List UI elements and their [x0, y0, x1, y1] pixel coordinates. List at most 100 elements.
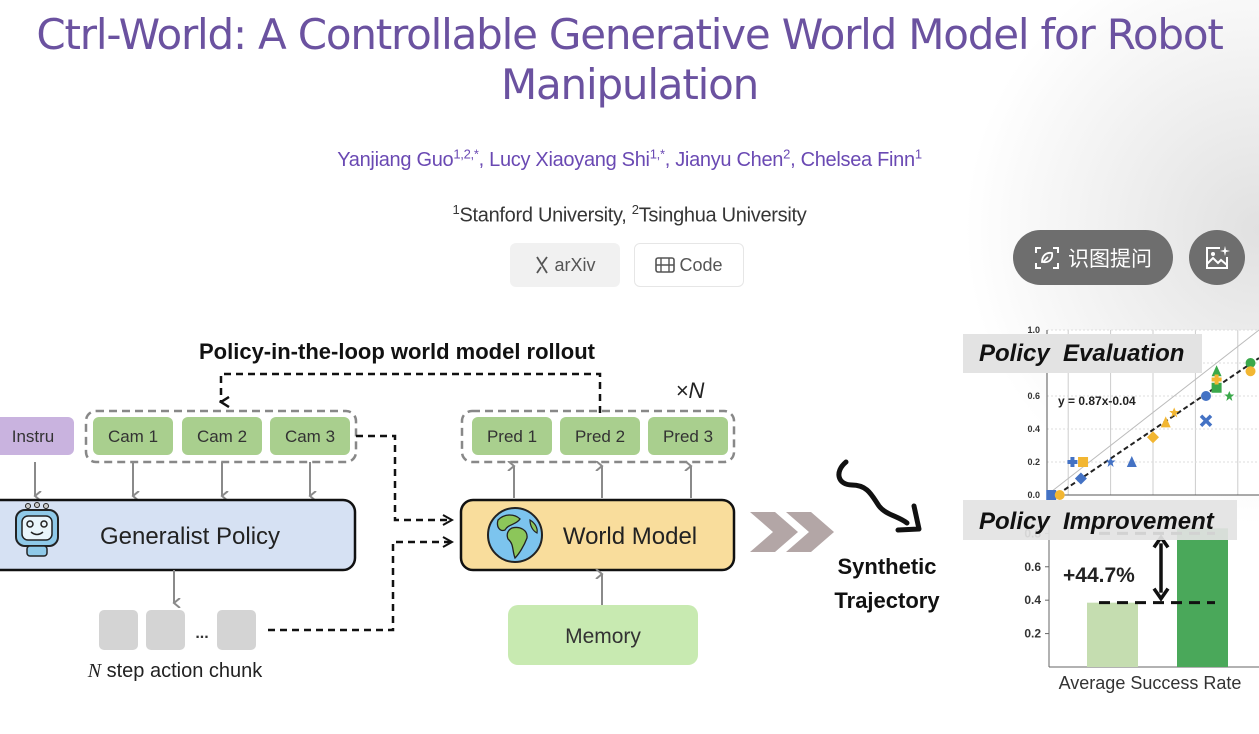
data-point: [1245, 358, 1256, 368]
affiliation-name: Tsinghua University: [638, 204, 807, 227]
data-point: [1126, 456, 1137, 467]
data-point: [1105, 457, 1116, 467]
y-tick-label: 0.6: [1027, 391, 1040, 401]
action-block: [146, 610, 185, 650]
repeat-n-label: ×N: [676, 378, 705, 403]
feedback-loop-arrow: [221, 372, 602, 413]
pred-2-box: Pred 2: [560, 417, 640, 455]
pred-label: Pred 2: [575, 427, 625, 446]
affiliation-sup: 2: [631, 202, 639, 217]
rollout-title: Policy-in-the-loop world model rollout: [199, 339, 596, 364]
action-to-world-model-arrow: [268, 542, 452, 632]
author-link[interactable]: Lucy Xiaoyang Shi1,*: [489, 146, 665, 171]
data-point: [1211, 382, 1222, 393]
author-link[interactable]: Jianyu Chen2: [675, 146, 791, 171]
author-sup: 1,*: [649, 146, 665, 161]
action-ellipsis: ...: [195, 625, 208, 642]
action-chunk-text: step action chunk: [101, 660, 263, 682]
arxiv-icon: [536, 256, 549, 274]
generalist-policy-label: Generalist Policy: [100, 523, 280, 550]
policy-improvement-chart: 0.20.40.60.8+44.7%Average Success RatePo…: [963, 500, 1259, 693]
y-tick-label: 0.4: [1024, 593, 1041, 607]
method-figure: Policy-in-the-loop world model rollout I…: [0, 325, 1259, 693]
world-model-label: World Model: [563, 523, 697, 550]
page-title: Ctrl-World: A Controllable Generative Wo…: [0, 10, 1259, 110]
author-name: Yanjiang Guo: [337, 148, 454, 171]
pred-label: Pred 3: [663, 427, 713, 446]
globe-icon: [487, 507, 543, 563]
author-name: Lucy Xiaoyang Shi: [489, 148, 650, 171]
author-name: Chelsea Finn: [800, 148, 916, 171]
code-button[interactable]: Code: [634, 243, 744, 287]
title-line-2: Manipulation: [500, 60, 759, 109]
squiggle-arrow: [836, 459, 910, 526]
author-link[interactable]: Yanjiang Guo1,2,*: [337, 146, 479, 171]
cam-label: Cam 2: [197, 427, 247, 446]
chart-title-band: [963, 500, 1237, 540]
arrowhead-down: [1152, 587, 1170, 602]
image-sparkle-icon: [1206, 245, 1230, 269]
robot-icon: [15, 502, 59, 557]
scan-leaf-icon: [1035, 246, 1059, 269]
affiliations: 1Stanford University, 2Tsinghua Universi…: [452, 202, 807, 227]
code-label: Code: [679, 254, 723, 275]
cam-2-box: Cam 2: [182, 417, 262, 455]
memory-label: Memory: [565, 625, 641, 648]
squiggle-arrowhead: [895, 503, 922, 533]
y-tick-label: 0.6: [1024, 560, 1041, 574]
identity-line: [1046, 329, 1259, 496]
cam-to-world-model-arrow: [356, 434, 452, 520]
action-block: [99, 610, 138, 650]
paper-links: arXiv Code: [510, 243, 744, 287]
data-point: [1147, 431, 1159, 444]
instruction-label: Instru: [12, 427, 55, 446]
author-sup: 2: [783, 146, 791, 161]
action-block: [217, 610, 256, 650]
ask-about-image-label: 识图提问: [1068, 246, 1152, 271]
ask-about-image-button[interactable]: 识图提问: [1013, 230, 1173, 285]
chevron-right-icon: [750, 512, 798, 552]
y-tick-label: 0.2: [1024, 627, 1041, 641]
cam-label: Cam 1: [108, 427, 158, 446]
instruction-box: [0, 417, 74, 455]
synthetic-label-2: Trajectory: [834, 588, 940, 613]
chart-title: Policy Improvement: [979, 508, 1215, 535]
y-tick-label: 1.0: [1027, 325, 1040, 335]
pred-label: Pred 1: [487, 427, 537, 446]
pred-1-box: Pred 1: [472, 417, 552, 455]
bar: [1087, 602, 1138, 667]
data-point: [1169, 407, 1180, 418]
action-chunk-label: N step action chunk: [87, 660, 264, 682]
generalist-policy-box: [0, 498, 357, 572]
author-list: Yanjiang Guo1,2,*, Lucy Xiaoyang Shi1,*,…: [337, 146, 922, 171]
title-line-1: Ctrl-World: A Controllable Generative Wo…: [36, 10, 1223, 59]
data-point: [1201, 391, 1211, 401]
data-point: [1211, 365, 1222, 377]
pred-3-box: Pred 3: [648, 417, 728, 455]
data-point: [1199, 414, 1213, 427]
fit-equation: y = 0.87x-0.04: [1058, 394, 1136, 408]
image-edit-button[interactable]: [1189, 230, 1245, 285]
bar: [1177, 528, 1228, 667]
camera-group: [84, 409, 358, 464]
arxiv-button[interactable]: arXiv: [510, 243, 620, 287]
y-tick-label: 0.0: [1027, 490, 1040, 500]
chevron-right-icon: [786, 512, 834, 552]
data-point: [1245, 366, 1256, 377]
author-link[interactable]: Chelsea Finn1: [800, 146, 922, 171]
data-point: [1211, 374, 1222, 385]
cam-3-box: Cam 3: [270, 417, 350, 455]
author-sup: 1,2,*: [453, 146, 479, 161]
data-point: [1224, 391, 1235, 401]
n-symbol: N: [87, 660, 103, 682]
x-axis-label: Average Success Rate: [1059, 673, 1242, 693]
affiliation-name: Stanford University: [459, 204, 622, 227]
fit-line: [1057, 357, 1259, 496]
cam-label: Cam 3: [285, 427, 335, 446]
data-point: [1074, 472, 1087, 485]
data-point: [1046, 490, 1057, 500]
film-icon: [655, 257, 676, 273]
data-point: [1160, 416, 1171, 428]
chart-title: Policy Evaluation: [979, 340, 1184, 367]
